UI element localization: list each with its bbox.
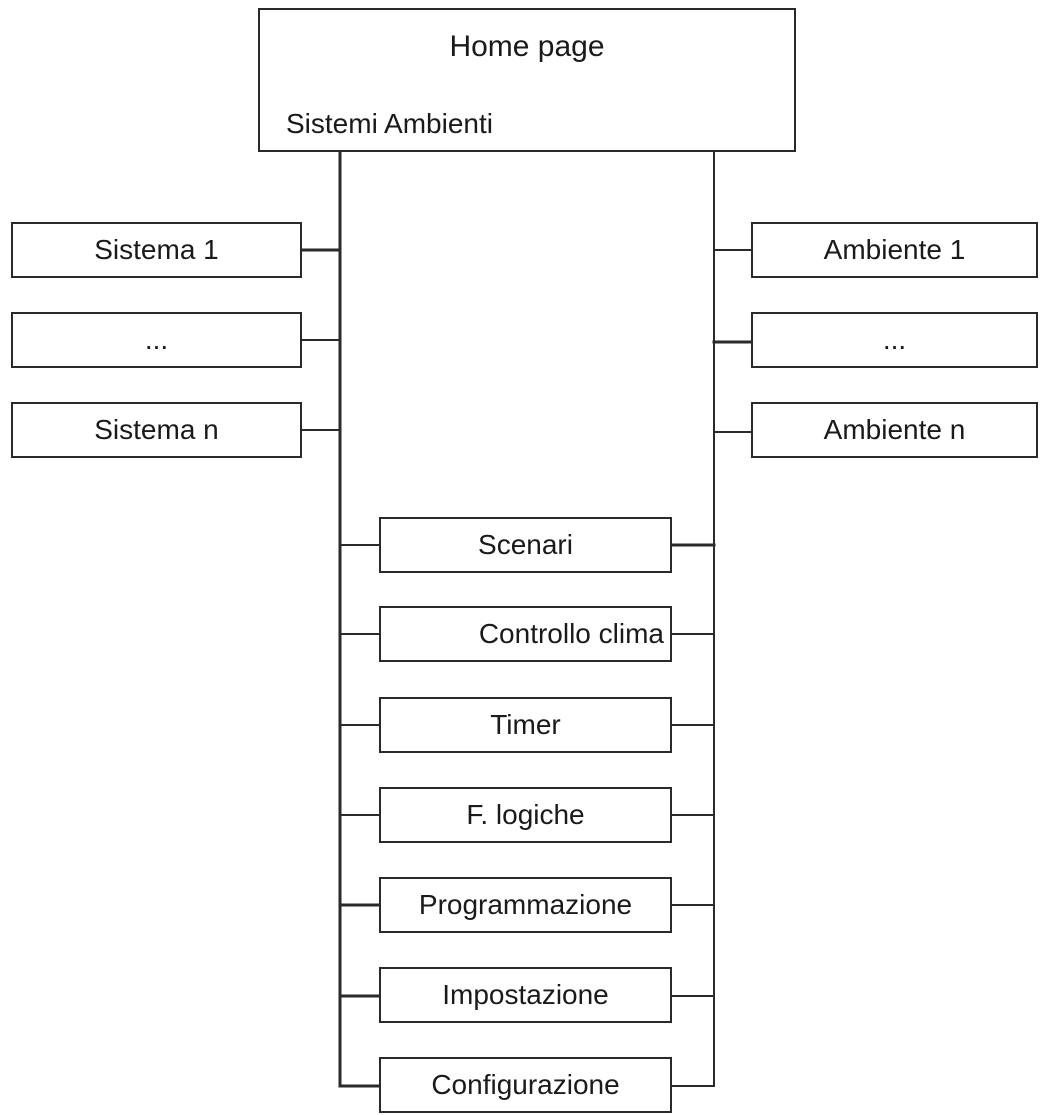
menu-controllo-clima-label: Controllo clima (478, 618, 664, 649)
sistema-1-box[interactable]: Sistema 1 (11, 222, 302, 278)
menu-timer-box[interactable]: Timer (379, 697, 672, 753)
menu-f-logiche-label: F. logiche (466, 799, 585, 830)
ambiente-n-box[interactable]: Ambiente n (751, 402, 1038, 458)
ambiente-1-label: Ambiente 1 (823, 234, 966, 265)
menu-programmazione-box[interactable]: Programmazione (379, 877, 672, 933)
sistema-n-box[interactable]: Sistema n (11, 402, 302, 458)
sistema-1-label: Sistema 1 (94, 234, 219, 265)
home-page-title: Home page (449, 30, 605, 63)
menu-impostazione-box[interactable]: Impostazione (379, 967, 672, 1023)
sistema-ellipsis-label: ... (144, 324, 169, 355)
menu-scenari-label: Scenari (478, 529, 573, 560)
ambiente-ellipsis-label: ... (882, 324, 907, 355)
menu-f-logiche-box[interactable]: F. logiche (379, 787, 672, 843)
menu-configurazione-box[interactable]: Configurazione (379, 1057, 672, 1113)
menu-controllo-clima-box[interactable]: Controllo clima (379, 606, 672, 662)
menu-scenari-box[interactable]: Scenari (379, 517, 672, 573)
menu-timer-label: Timer (490, 709, 561, 740)
ambiente-1-box[interactable]: Ambiente 1 (751, 222, 1038, 278)
menu-impostazione-label: Impostazione (442, 979, 609, 1010)
sistema-n-label: Sistema n (94, 414, 219, 445)
home-page-box[interactable]: Home page Sistemi Ambienti (258, 8, 796, 152)
menu-programmazione-label: Programmazione (418, 889, 633, 920)
menu-configurazione-label: Configurazione (431, 1069, 620, 1100)
home-page-subtitle: Sistemi Ambienti (286, 108, 493, 139)
sistema-ellipsis-box[interactable]: ... (11, 312, 302, 368)
ambiente-n-label: Ambiente n (823, 414, 966, 445)
ambiente-ellipsis-box[interactable]: ... (751, 312, 1038, 368)
